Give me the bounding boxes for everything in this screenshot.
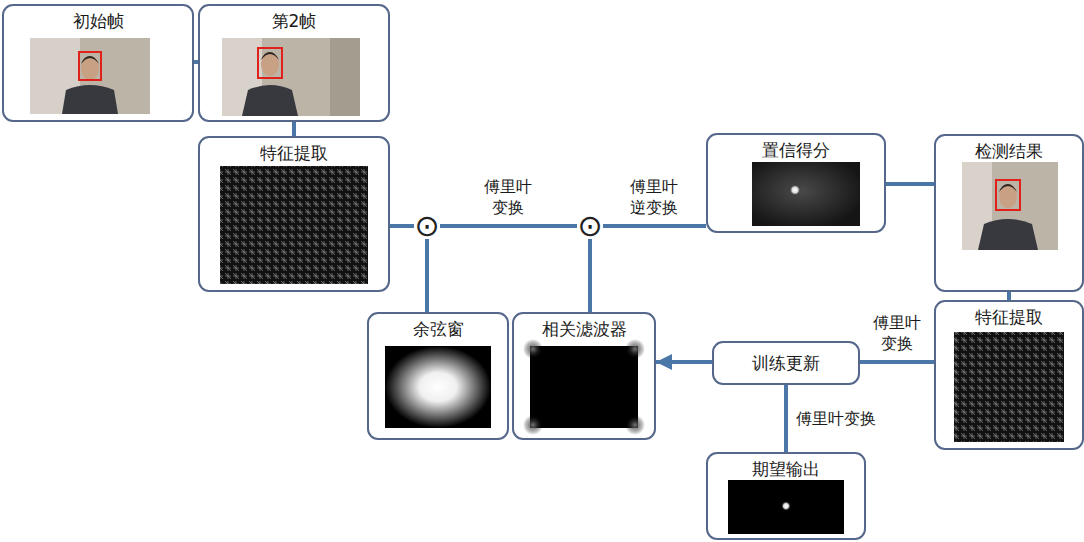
- node-title: 检测结果: [936, 136, 1082, 162]
- node-title: 余弦窗: [369, 314, 507, 340]
- filter-box: 相关滤波器: [512, 312, 656, 440]
- edge-label: 傅里叶 变换: [479, 176, 537, 218]
- connector: [1007, 292, 1011, 300]
- connector: [886, 182, 934, 186]
- connector: [440, 224, 577, 228]
- photo-frame: [30, 38, 150, 114]
- connector: [425, 239, 429, 312]
- node-title: ⊙: [414, 213, 439, 239]
- output-box: 期望输出: [706, 452, 866, 540]
- photo-frame: [962, 162, 1058, 250]
- confidence-box: 置信得分: [706, 133, 886, 233]
- node-title: 置信得分: [708, 135, 884, 161]
- hog-feature-map: [220, 166, 368, 284]
- node-title: 初始帧: [4, 6, 192, 32]
- connector: [390, 224, 414, 228]
- cosine-window-image: [385, 346, 491, 428]
- node-title: 特征提取: [200, 138, 388, 164]
- connector: [860, 360, 934, 364]
- multiply-circle: ⊙: [414, 213, 440, 239]
- feature-box: 特征提取: [934, 300, 1084, 450]
- edge-label: 傅里叶 逆变换: [625, 176, 683, 218]
- node-title: ⊙: [577, 213, 602, 239]
- node-title: 特征提取: [936, 302, 1082, 328]
- window-box: 余弦窗: [367, 312, 509, 440]
- multiply-circle: ⊙: [577, 213, 603, 239]
- result-box: 检测结果: [934, 134, 1084, 292]
- connector: [656, 360, 712, 364]
- filter-image: [523, 339, 645, 435]
- gaussian-output-image: [728, 480, 844, 534]
- connector: [603, 224, 706, 228]
- feature-box: 特征提取: [198, 136, 390, 292]
- edge-label: 傅里叶 变换: [868, 312, 926, 354]
- connector: [292, 122, 296, 136]
- process-box: 训练更新: [712, 341, 860, 385]
- photo-frame: [222, 38, 360, 116]
- connector: [588, 239, 592, 312]
- frame-box: 第2帧: [198, 4, 390, 122]
- node-title: 相关滤波器: [514, 314, 654, 340]
- frame-box: 初始帧: [2, 4, 194, 122]
- edge-label: 傅里叶变换: [794, 408, 878, 429]
- hog-feature-map: [954, 332, 1064, 442]
- confidence-map: [752, 162, 860, 226]
- node-title: 训练更新: [752, 352, 820, 374]
- node-title: 第2帧: [200, 6, 388, 32]
- connector: [784, 385, 788, 452]
- node-title: 期望输出: [708, 454, 864, 480]
